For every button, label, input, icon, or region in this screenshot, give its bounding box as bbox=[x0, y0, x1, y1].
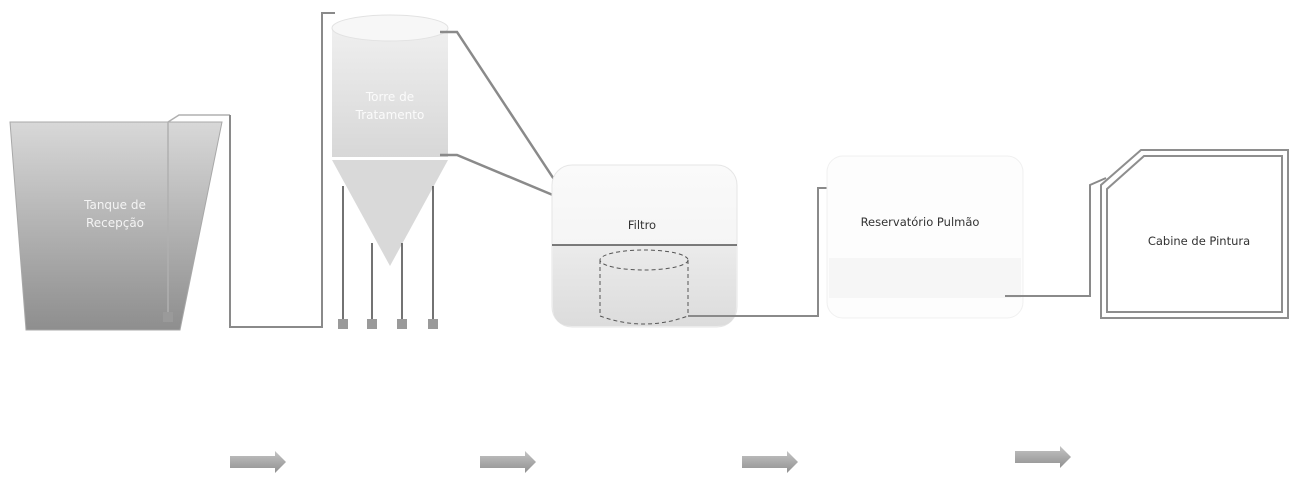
reservoir-liquid bbox=[829, 258, 1021, 298]
filter bbox=[551, 164, 738, 328]
reception-tank-label: Tanque de Recepção bbox=[60, 196, 170, 232]
flow-arrow bbox=[480, 451, 536, 473]
paint-booth-label: Cabine de Pintura bbox=[1147, 234, 1251, 248]
flow-arrow bbox=[742, 451, 798, 473]
tower-foot bbox=[428, 319, 438, 329]
reception-tank-label-line2: Recepção bbox=[85, 216, 145, 230]
treatment-tower-label-line1: Torre de bbox=[365, 90, 415, 104]
treatment-tower-label-line2: Tratamento bbox=[355, 108, 425, 122]
buffer-reservoir bbox=[826, 155, 1024, 319]
paint-booth bbox=[1100, 149, 1289, 319]
flow-arrow bbox=[1015, 446, 1071, 468]
dip-tube bbox=[167, 114, 230, 320]
reception-tank bbox=[9, 114, 230, 331]
filter-cartridge bbox=[599, 249, 689, 325]
pipe-tower-top-to-filter bbox=[440, 30, 567, 197]
tower-cone bbox=[332, 160, 448, 266]
filter-label: Filtro bbox=[627, 218, 657, 232]
tower-foot bbox=[397, 319, 407, 329]
treatment-tower-label: Torre de Tratamento bbox=[340, 88, 440, 124]
buffer-reservoir-label: Reservatório Pulmão bbox=[860, 215, 980, 229]
tower-foot bbox=[367, 319, 377, 329]
pipe-reservoir-to-booth bbox=[1005, 177, 1107, 297]
reception-tank-label-line1: Tanque de bbox=[84, 198, 146, 212]
pipe-tower-bottom-to-filter bbox=[440, 153, 561, 200]
pipe-filter-to-reservoir bbox=[688, 187, 832, 317]
dip-tube-nozzle bbox=[163, 312, 173, 322]
treatment-tower bbox=[331, 14, 449, 329]
tower-foot bbox=[338, 319, 348, 329]
flow-arrow bbox=[230, 451, 286, 473]
pipe-tank-to-tower bbox=[229, 12, 335, 328]
